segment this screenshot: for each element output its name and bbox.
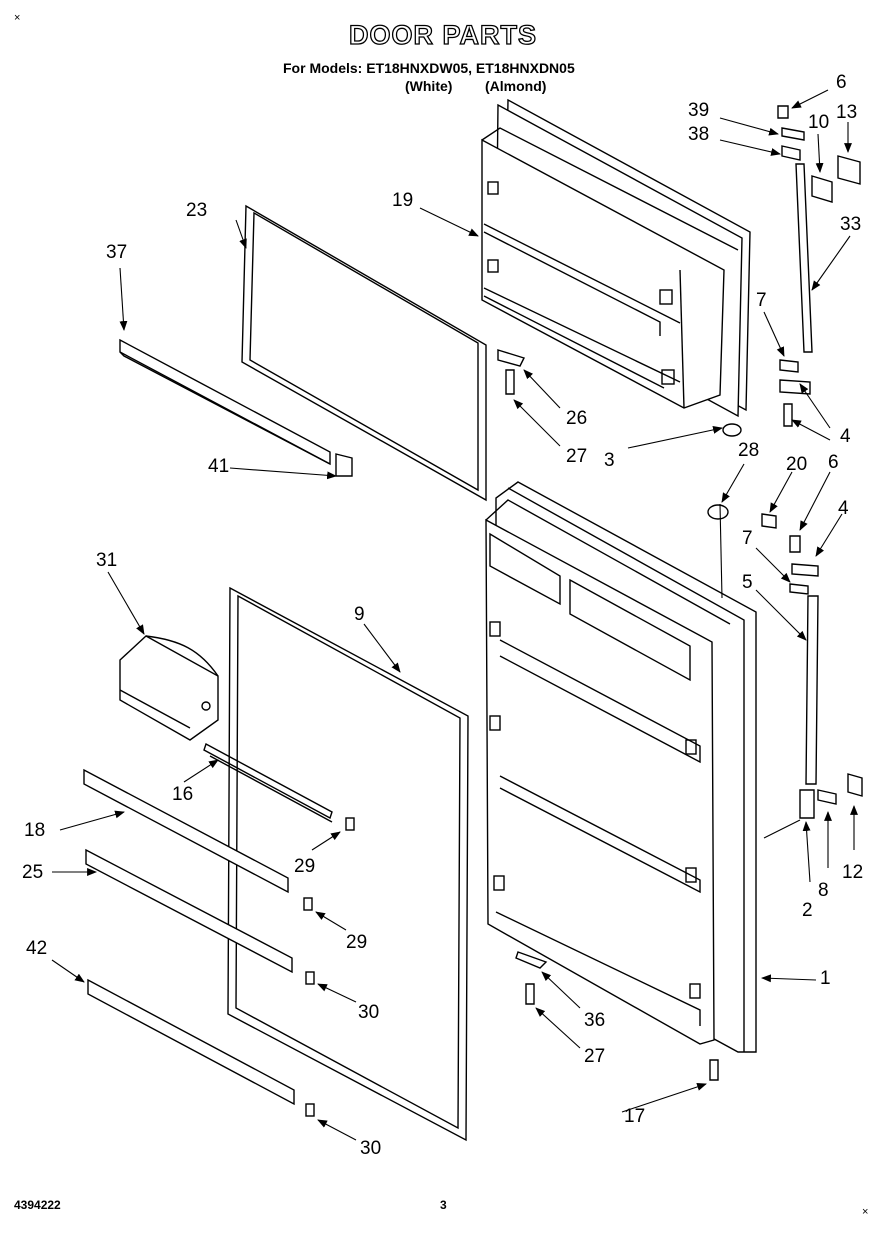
leader-lines — [51, 89, 858, 1141]
callout-13: 13 — [836, 102, 858, 123]
callout-1: 1 — [820, 968, 831, 989]
callout-36: 36 — [584, 1010, 606, 1031]
trim-part-16 — [203, 742, 333, 823]
hinge-part-39 — [781, 127, 805, 141]
callout-37: 37 — [106, 242, 128, 263]
screw-part-6a — [777, 105, 789, 119]
callout-16: 16 — [172, 784, 194, 805]
callout-6-lower: 6 — [828, 452, 839, 473]
hinge-bar-part-5 — [805, 595, 819, 785]
callout-27-lower: 27 — [584, 1046, 606, 1067]
screw-part-17 — [709, 1059, 719, 1081]
hinge-part-36 — [515, 951, 548, 969]
callout-20: 20 — [786, 454, 808, 475]
callout-23: 23 — [186, 200, 208, 221]
plug-part-28 — [707, 504, 729, 520]
callout-3: 3 — [604, 450, 615, 471]
callout-27: 27 — [566, 446, 588, 467]
clip-part-30b — [305, 1103, 315, 1117]
callout-7-lower: 7 — [742, 528, 753, 549]
callout-38: 38 — [688, 124, 710, 145]
freezer-trim-part-37 — [119, 338, 353, 477]
callout-17: 17 — [624, 1106, 646, 1127]
hinge-bar-part-33 — [795, 163, 813, 353]
shim-part-7a — [779, 359, 799, 373]
hinge-part-2 — [799, 789, 815, 819]
screw-part-27b — [525, 983, 535, 1005]
color-white-label: (White) — [405, 78, 453, 94]
cap-part-12 — [847, 773, 863, 797]
hinge-part-38 — [781, 145, 801, 161]
hinge-part-26 — [497, 349, 525, 367]
callout-19: 19 — [392, 190, 414, 211]
color-almond-label: (Almond) — [485, 78, 547, 94]
callout-29-lower: 29 — [346, 932, 368, 953]
callout-30: 30 — [358, 1002, 380, 1023]
screw-part-6c — [789, 535, 801, 553]
callout-7: 7 — [756, 290, 767, 311]
washer-part-20 — [761, 513, 777, 529]
callout-31: 31 — [96, 550, 118, 571]
fresh-food-door-part-1 — [485, 481, 757, 1053]
pin-part-8 — [817, 789, 837, 805]
callout-29: 29 — [294, 856, 316, 877]
dairy-cover-part-31 — [119, 635, 219, 741]
callout-2: 2 — [802, 900, 813, 921]
callout-6: 6 — [836, 72, 847, 93]
freezer-gasket-part-23 — [241, 204, 487, 502]
shelf-trim-part-25 — [85, 848, 293, 974]
callout-9: 9 — [354, 604, 365, 625]
clip-part-29b — [303, 897, 313, 911]
models-line: For Models: ET18HNXDW05, ET18HNXDN05 — [283, 60, 575, 76]
corner-mark-top: × — [14, 12, 21, 24]
page-title: DOOR PARTS — [348, 19, 537, 50]
bushing-part-3 — [722, 423, 742, 437]
hinge-part-4b — [791, 563, 819, 577]
clip-part-29a — [345, 817, 355, 831]
callout-28: 28 — [738, 440, 760, 461]
callout-10: 10 — [808, 112, 830, 133]
screw-part-27a — [505, 369, 515, 395]
corner-mark-bottom: × — [862, 1206, 869, 1218]
cover-part-13 — [837, 155, 861, 185]
callout-26: 26 — [566, 408, 588, 429]
shim-part-7b — [789, 583, 809, 595]
document-number: 4394222 — [14, 1198, 61, 1212]
callout-8: 8 — [818, 880, 829, 901]
callout-4: 4 — [840, 426, 851, 447]
callout-5: 5 — [742, 572, 753, 593]
freezer-door-part-19 — [481, 98, 751, 418]
cover-part-10 — [811, 175, 833, 203]
callout-42: 42 — [26, 938, 48, 959]
callout-18: 18 — [24, 820, 46, 841]
callout-12: 12 — [842, 862, 864, 883]
clip-part-30a — [305, 971, 315, 985]
callout-33: 33 — [840, 214, 862, 235]
shelf-trim-part-42 — [87, 978, 295, 1106]
page-number: 3 — [440, 1198, 447, 1212]
callout-41: 41 — [208, 456, 230, 477]
callout-4-lower: 4 — [838, 498, 849, 519]
hinge-part-4a — [779, 379, 811, 395]
callout-39: 39 — [688, 100, 710, 121]
callout-30-lower: 30 — [360, 1138, 382, 1159]
fresh-food-gasket-part-9 — [227, 586, 469, 1142]
screw-part-6b — [783, 403, 793, 427]
callout-25: 25 — [22, 862, 44, 883]
shelf-trim-part-18 — [83, 768, 289, 894]
